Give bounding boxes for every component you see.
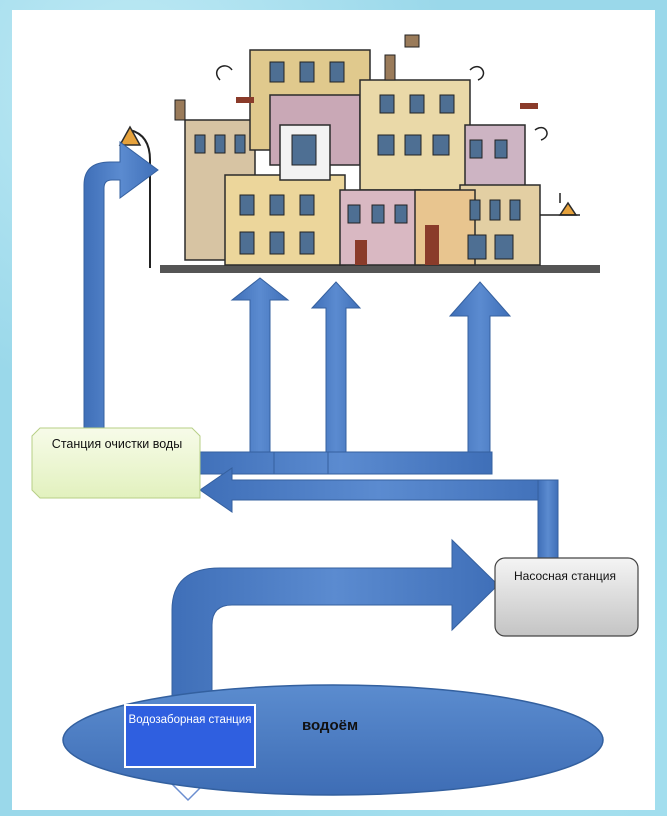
arrow-cleaning-to-city [83,141,159,429]
intake-station-box [124,704,256,768]
cleaning-station-box [31,427,201,499]
arrow-pump-to-cleaning [199,467,559,558]
intake-station-label: Водозаборная станция [128,714,252,726]
pumping-station-box [494,557,639,637]
flow-arrows [83,141,559,802]
arrow-city-left [230,277,290,453]
pumping-station-label: Насосная станция [513,569,617,583]
arrow-city-right [448,281,512,453]
arrow-city-middle [310,281,362,453]
reservoir-label: водоём [301,717,359,734]
arrow-intake-to-pump [171,538,499,706]
city-buildings-illustration [118,34,600,273]
duct-cleaning-to-city [189,451,493,475]
cleaning-station-label: Станция очистки воды [51,437,183,451]
